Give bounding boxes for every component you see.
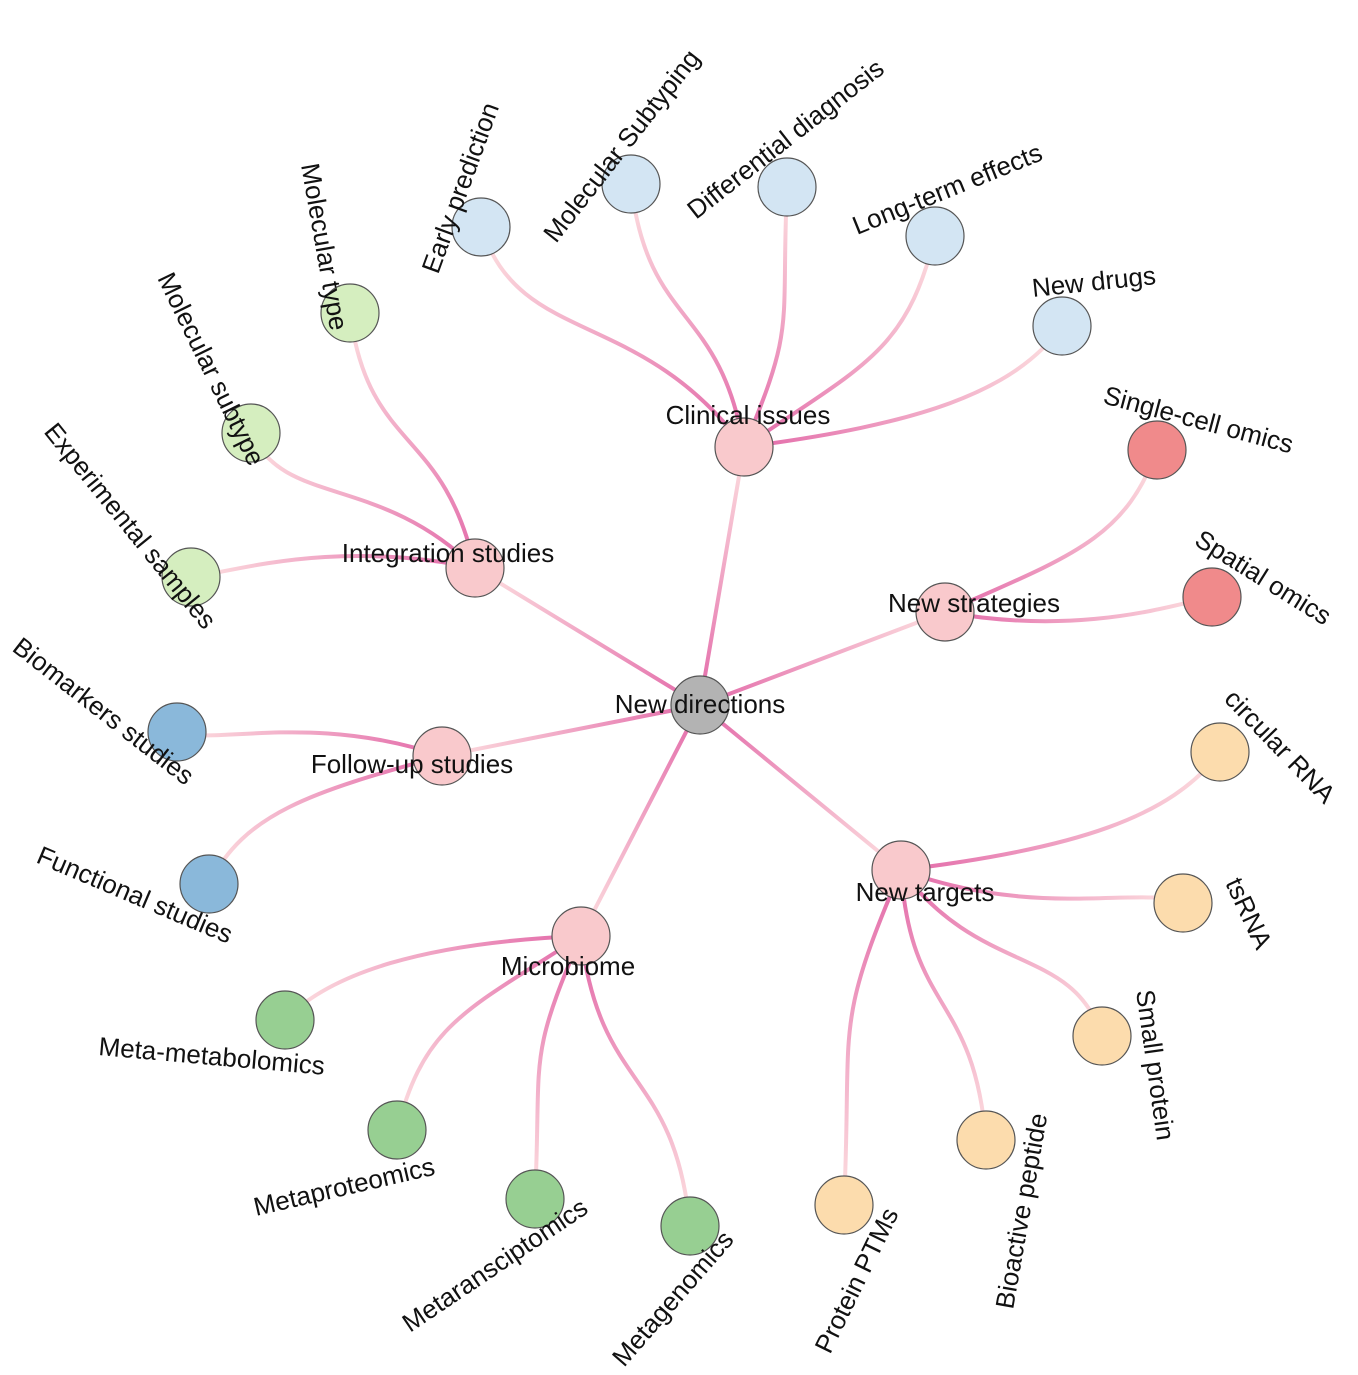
category-label-microbiome: Microbiome: [501, 951, 635, 981]
leaf-node-molecular-subtype[interactable]: [221, 403, 281, 463]
nodes-layer: [147, 154, 1250, 1256]
leaf-label-metaproteomics: Metaproteomics: [251, 1151, 438, 1222]
edge-center-clinical: [698, 445, 746, 707]
edge-clinical-early-prediction: [479, 225, 746, 449]
leaf-label-new-drugs: New drugs: [1030, 260, 1157, 303]
leaf-label-tsrna: tsRNA: [1220, 873, 1279, 954]
category-node-integration[interactable]: [445, 538, 505, 598]
category-node-clinical[interactable]: [714, 417, 774, 477]
category-node-followup[interactable]: [412, 726, 472, 786]
leaf-node-molecular-subtyping[interactable]: [601, 154, 661, 214]
category-label-integration: Integration studies: [342, 538, 554, 568]
leaf-label-molecular-type: Molecular type: [295, 161, 354, 333]
leaf-label-molecular-subtype: Molecular subtype: [152, 267, 271, 470]
leaf-node-meta-metabolomics[interactable]: [255, 990, 315, 1050]
category-node-strategies[interactable]: [915, 582, 975, 642]
leaf-node-functional-studies[interactable]: [179, 854, 239, 914]
leaf-node-new-drugs[interactable]: [1032, 296, 1092, 356]
edge-center-integration: [473, 566, 702, 707]
edge-center-strategies: [698, 610, 947, 707]
edge-clinical-molecular-subtyping: [629, 182, 746, 449]
leaf-label-experimental-samples: Experimental samples: [38, 417, 222, 635]
leaf-node-early-prediction[interactable]: [451, 197, 511, 257]
leaf-label-molecular-subtyping: Molecular Subtyping: [537, 44, 706, 248]
leaf-node-small-protein[interactable]: [1072, 1006, 1132, 1066]
edge-targets-circular-rna: [899, 750, 1222, 872]
edge-targets-small-protein: [899, 868, 1104, 1038]
leaf-label-metaransciptomics: Metaransciptomics: [397, 1192, 593, 1338]
category-label-targets: New targets: [856, 877, 995, 907]
leaf-node-differential-diagnosis[interactable]: [757, 157, 817, 217]
labels-layer: New directions Clinical issuesIntegration…: [7, 44, 1342, 1372]
leaf-node-metaproteomics[interactable]: [367, 1100, 427, 1160]
category-label-followup: Follow-up studies: [311, 749, 513, 779]
center-node[interactable]: [670, 675, 730, 735]
category-label-clinical: Clinical issues: [666, 400, 831, 430]
category-node-microbiome[interactable]: [551, 906, 611, 966]
edge-microbiome-metaransciptomics: [533, 934, 583, 1201]
leaf-node-molecular-type[interactable]: [320, 283, 380, 343]
edge-clinical-long-term-effects: [742, 234, 937, 449]
leaf-node-protein-ptms[interactable]: [814, 1175, 874, 1235]
leaf-node-circular-rna[interactable]: [1190, 722, 1250, 782]
edge-microbiome-metagenomics: [579, 934, 692, 1228]
leaf-node-metaransciptomics[interactable]: [505, 1169, 565, 1229]
edge-strategies-single-cell-omics: [943, 448, 1159, 614]
leaf-node-bioactive-peptide[interactable]: [956, 1110, 1016, 1170]
edge-integration-molecular-type: [348, 311, 477, 570]
leaf-node-spatial-omics[interactable]: [1182, 567, 1242, 627]
edge-targets-bioactive-peptide: [899, 868, 988, 1142]
leaf-node-long-term-effects[interactable]: [905, 206, 965, 266]
edge-center-targets: [698, 703, 903, 872]
edge-targets-protein-ptms: [842, 868, 903, 1207]
edge-center-microbiome: [579, 703, 702, 938]
category-label-strategies: New strategies: [888, 588, 1060, 618]
leaf-node-single-cell-omics[interactable]: [1127, 420, 1187, 480]
leaf-label-small-protein: Small protein: [1130, 988, 1181, 1142]
leaf-node-experimental-samples[interactable]: [161, 547, 221, 607]
leaf-node-biomarkers-studies[interactable]: [147, 702, 207, 762]
edge-clinical-new-drugs: [742, 324, 1064, 449]
edge-center-followup: [440, 703, 702, 758]
leaf-node-metagenomics[interactable]: [660, 1196, 720, 1256]
edge-microbiome-metaproteomics: [395, 934, 583, 1132]
center-label: New directions: [615, 689, 786, 719]
category-node-targets[interactable]: [871, 840, 931, 900]
edge-clinical-differential-diagnosis: [742, 185, 789, 449]
leaf-node-tsrna[interactable]: [1153, 873, 1213, 933]
